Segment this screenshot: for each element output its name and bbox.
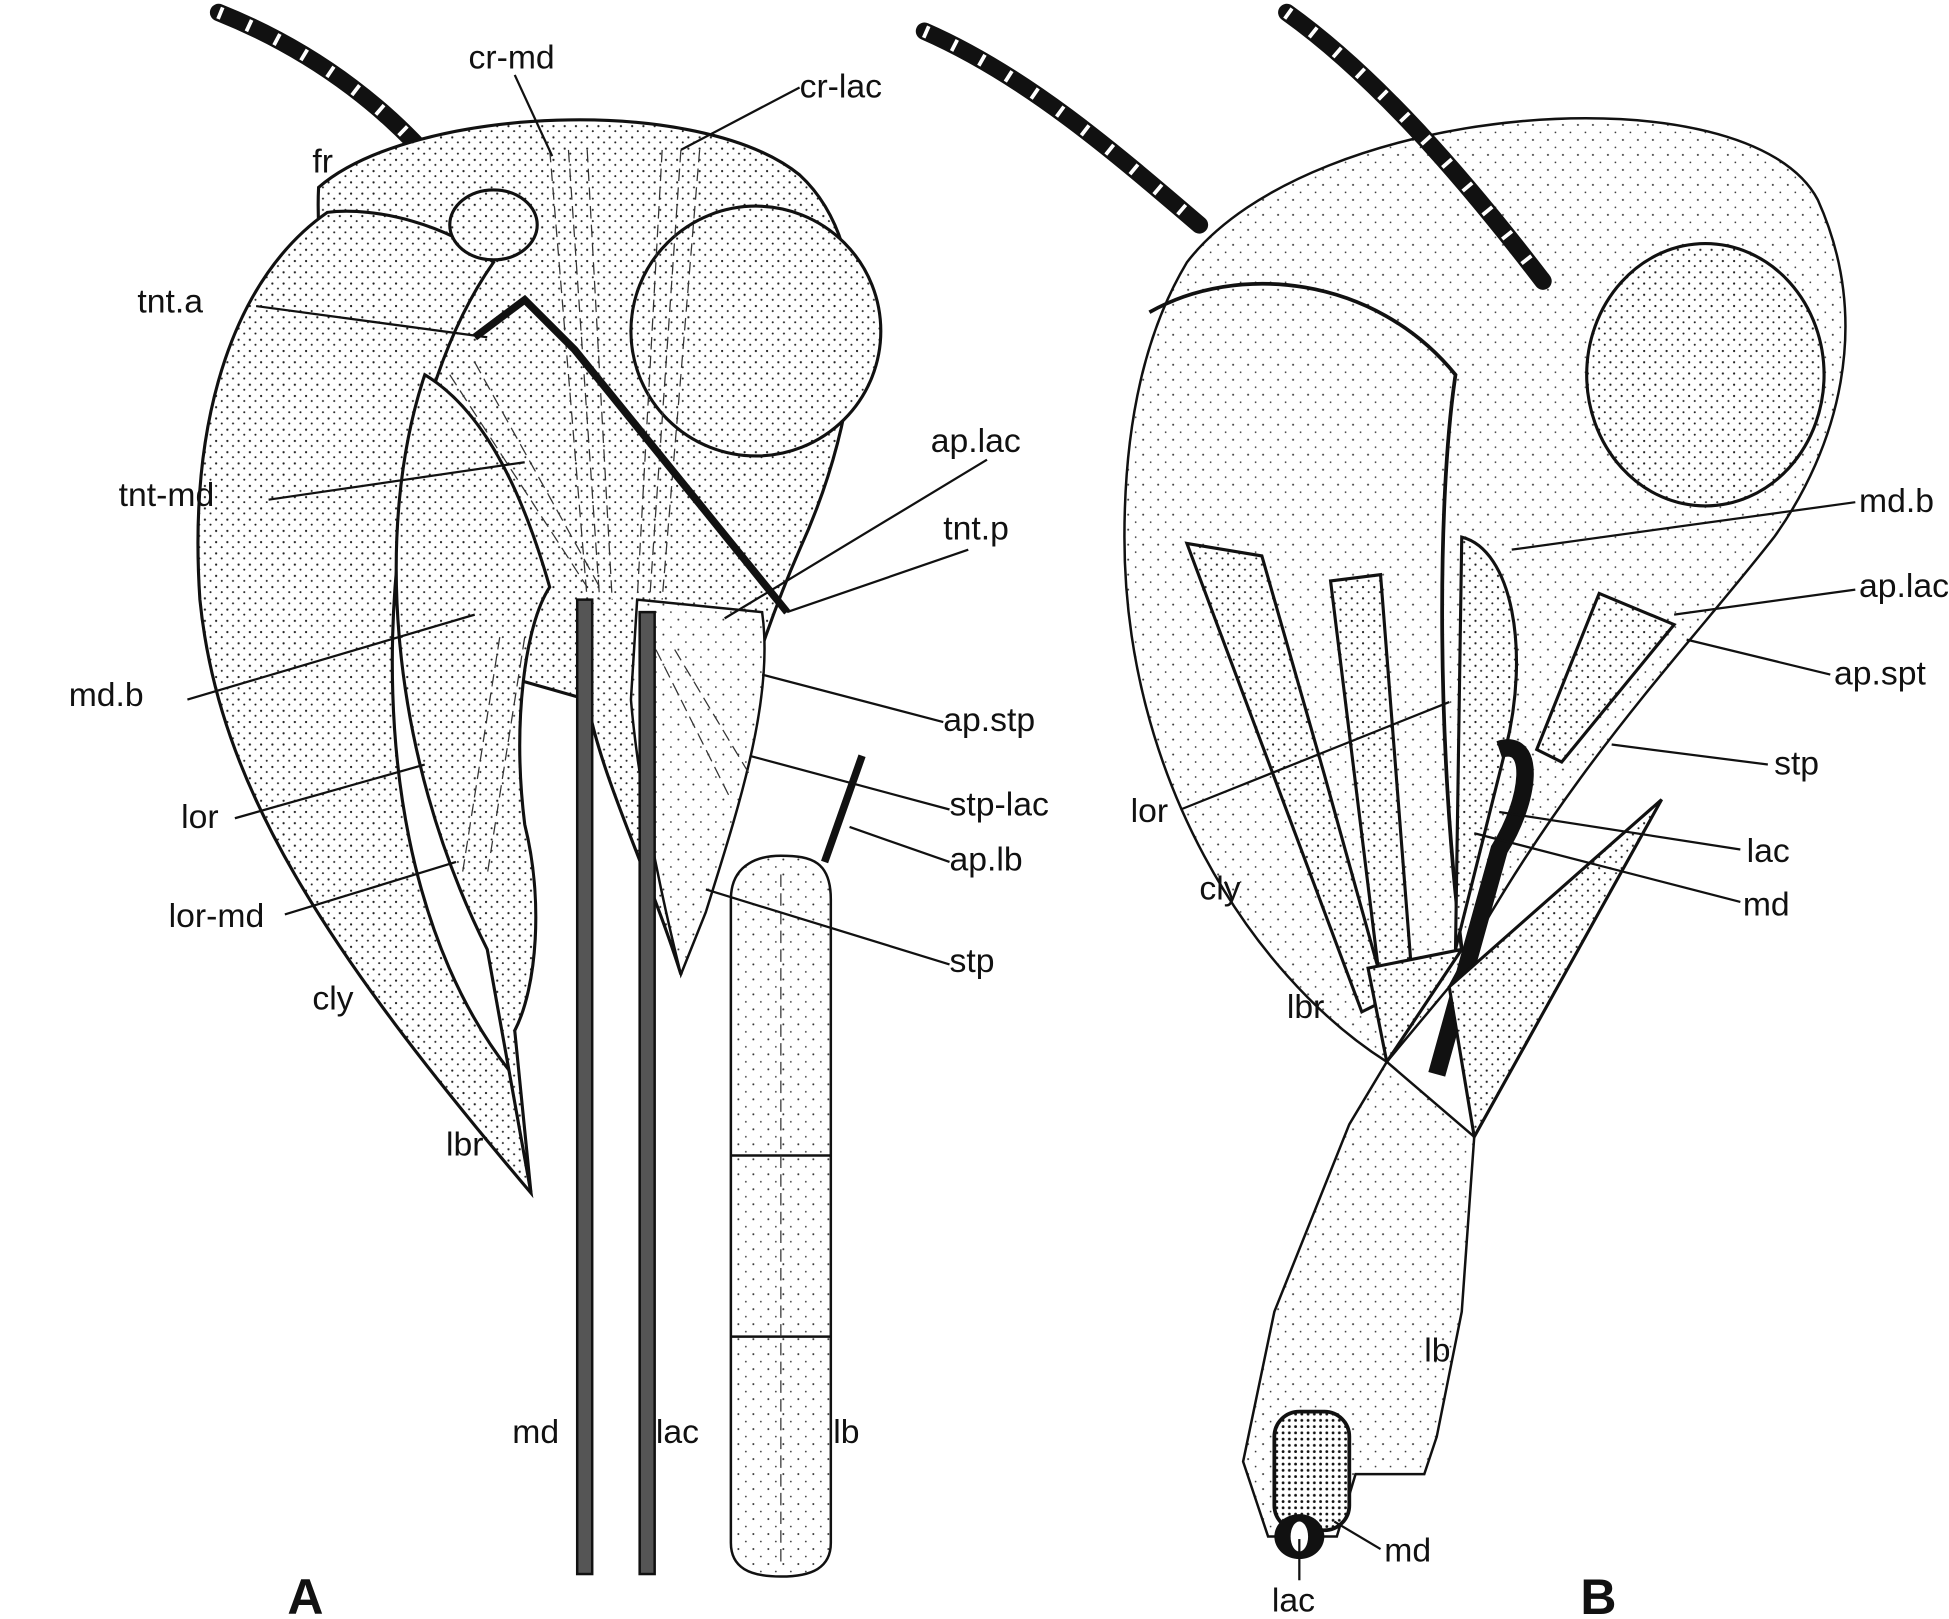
- label-panel-b-md: md: [1384, 1532, 1431, 1570]
- label-panel-a-md: md: [512, 1413, 559, 1451]
- clypeus-a: [196, 209, 534, 1199]
- leader-line: [234, 763, 426, 820]
- panel-letter-b: B: [1580, 1569, 1616, 1619]
- label-panel-b-lb: lb: [1424, 1332, 1450, 1370]
- leader-line: [1499, 810, 1741, 851]
- label-panel-a-lbr: lbr: [446, 1126, 483, 1164]
- label-panel-a-tnt.p: tnt.p: [943, 510, 1009, 548]
- panel-a-drawing: [196, 3, 883, 1578]
- panel-letter-a: A: [287, 1569, 323, 1619]
- lorum-labrum-a: [394, 372, 552, 1194]
- labial-apodeme-a: [821, 754, 866, 864]
- leader-line: [1180, 701, 1450, 811]
- mandible-stylet-a: [575, 598, 594, 1576]
- label-panel-b-md: md: [1743, 886, 1790, 924]
- muscles-a: [449, 149, 751, 875]
- stylet-bundle-b: [1272, 1409, 1352, 1533]
- antenna-b-left: [915, 22, 1209, 234]
- label-panel-a-lac: lac: [656, 1413, 699, 1451]
- label-panel-a-ap.lb: ap.lb: [950, 841, 1023, 879]
- label-panel-a-ap.stp: ap.stp: [943, 701, 1035, 739]
- label-panel-a-lor: lor: [181, 798, 218, 836]
- leader-line: [513, 74, 554, 157]
- label-panel-b-lor: lor: [1131, 792, 1168, 830]
- leader-line: [1473, 832, 1741, 904]
- label-panel-b-stp: stp: [1774, 745, 1819, 783]
- label-panel-b-lbr: lbr: [1287, 988, 1324, 1026]
- label-panel-a-lb: lb: [833, 1413, 859, 1451]
- leader-line: [1511, 501, 1856, 551]
- label-panel-a-tnt-md: tnt-md: [119, 476, 215, 514]
- compound-eye-b: [1585, 242, 1826, 508]
- leader-line: [1686, 638, 1831, 676]
- label-panel-a-tnt.a: tnt.a: [137, 282, 203, 320]
- label-panel-a-lor-md: lor-md: [169, 897, 265, 935]
- leader-line: [786, 548, 969, 614]
- label-panel-b-lac: lac: [1272, 1582, 1315, 1619]
- label-panel-b-cly: cly: [1199, 869, 1240, 907]
- leader-line: [284, 860, 457, 916]
- labels: cr-md cr-lac fr tnt.a tnt-md ap.lac tnt.p md.b a…: [69, 39, 1949, 1619]
- label-panel-a-cly: cly: [312, 979, 353, 1017]
- leader-line: [705, 888, 950, 966]
- tentorium-a: [472, 294, 791, 615]
- leader-line: [1611, 743, 1768, 766]
- label-panel-b-md.b: md.b: [1859, 482, 1934, 520]
- label-panel-a-cr-lac: cr-lac: [800, 67, 882, 105]
- label-panel-a-cr-md: cr-md: [469, 39, 555, 77]
- leader-line: [255, 304, 488, 339]
- label-panel-b-lac: lac: [1747, 832, 1790, 870]
- leader-line: [749, 754, 950, 811]
- label-panel-a-md.b: md.b: [69, 676, 144, 714]
- compound-eye-a: [629, 204, 883, 458]
- labium-b: [1447, 798, 1664, 1142]
- antennal-socket-a: [448, 188, 539, 262]
- lacinia-stylet-a: [638, 610, 656, 1576]
- label-panel-b-ap.spt: ap.spt: [1834, 655, 1926, 693]
- leader-line: [724, 458, 988, 620]
- label-panel-a-fr: fr: [312, 142, 333, 180]
- leader-line: [1333, 1520, 1382, 1551]
- clypeus-b: [1148, 281, 1464, 950]
- leader-line: [1673, 588, 1856, 616]
- label-panel-a-stp-lac: stp-lac: [950, 786, 1049, 824]
- label-panel-b-ap.lac: ap.lac: [1859, 567, 1949, 605]
- mouthpart-apodemes-b: [1184, 535, 1677, 1015]
- leader-line: [187, 613, 476, 701]
- leader-line: [761, 673, 944, 724]
- label-panel-a-ap.lac: ap.lac: [931, 422, 1021, 460]
- antenna-b-right: [1278, 3, 1552, 290]
- label-panel-a-stp: stp: [950, 942, 995, 980]
- leader-lines: [187, 74, 1856, 1581]
- panel-b-drawing: [915, 3, 1847, 1560]
- labrum-b: [1366, 947, 1466, 1066]
- leader-line: [849, 825, 950, 864]
- leader-line: [268, 461, 525, 501]
- leader-line: [680, 86, 801, 151]
